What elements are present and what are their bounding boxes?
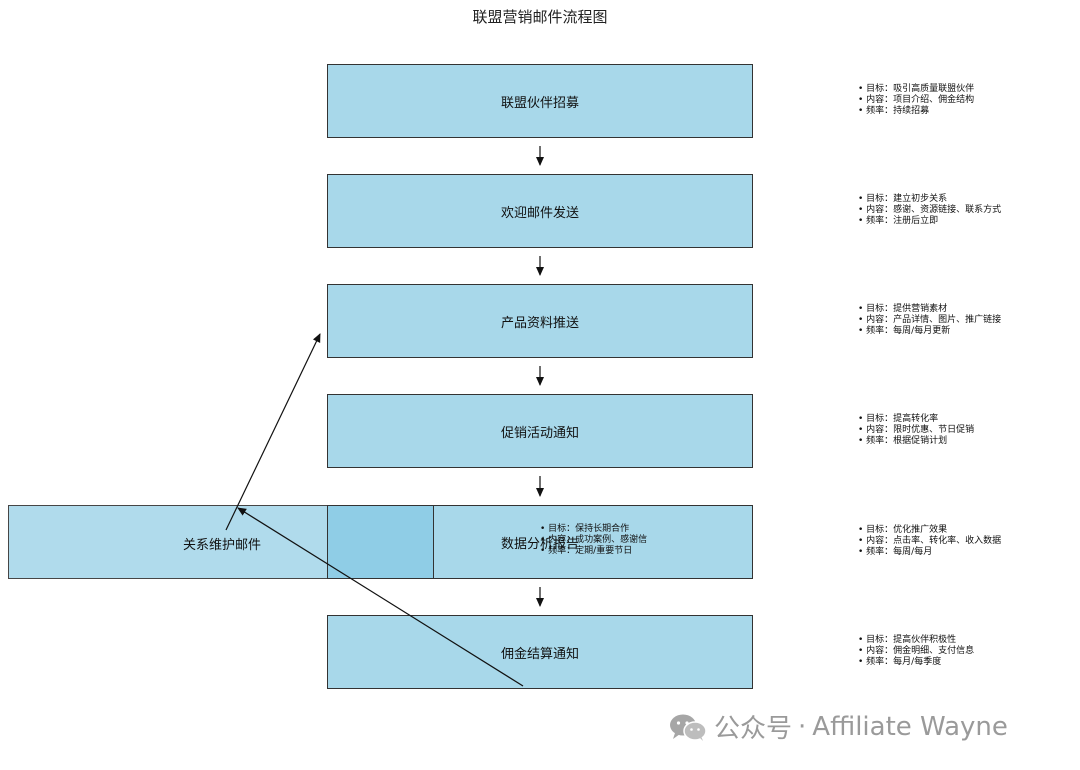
watermark: 公众号 · Affiliate Wayne [668,708,1008,745]
note-line: 内容：佣金明细、支付信息 [858,646,974,657]
notes-product: 目标：提供营销素材 内容：产品详情、图片、推广链接 频率：每周/每月更新 [858,304,1001,337]
note-line: 频率：每周/每月更新 [858,326,1001,337]
watermark-name: Affiliate Wayne [812,711,1008,742]
note-line: 内容：点击率、转化率、收入数据 [858,536,1001,547]
step-label: 联盟伙伴招募 [500,95,579,111]
note-line: 频率：每月/每季度 [858,657,974,668]
notes-promotion: 目标：提高转化率 内容：限时优惠、节日促销 频率：根据促销计划 [858,414,974,447]
notes-analytics: 目标：优化推广效果 内容：点击率、转化率、收入数据 频率：每周/每月 [858,525,1001,558]
note-line: 内容：感谢、资源链接、联系方式 [858,205,1001,216]
overlap-region [327,505,434,579]
note-line: 内容：限时优惠、节日促销 [858,425,974,436]
step-label: 产品资料推送 [500,315,579,331]
side-notes: 目标：保持长期合作 内容：成功案例、感谢信 频率：定期/重要节日 [540,524,647,557]
note-line: 频率：根据促销计划 [858,436,974,447]
note-line: 频率：定期/重要节日 [540,546,647,557]
wechat-icon [670,714,707,741]
step-product[interactable]: 产品资料推送 [327,284,753,358]
note-line: 目标：建立初步关系 [858,194,1001,205]
note-line: 频率：持续招募 [858,106,974,117]
notes-recruit: 目标：吸引高质量联盟伙伴 内容：项目介绍、佣金结构 频率：持续招募 [858,84,974,117]
side-box-label: 关系维护邮件 [183,538,262,553]
note-line: 内容：产品详情、图片、推广链接 [858,315,1001,326]
arrow-maintenance-to-product [225,333,321,531]
step-welcome[interactable]: 欢迎邮件发送 [327,174,753,248]
watermark-prefix: 公众号 [714,714,793,744]
step-promotion[interactable]: 促销活动通知 [327,394,753,468]
note-line: 频率：注册后立即 [858,216,1001,227]
step-label: 佣金结算通知 [500,646,579,662]
step-recruit[interactable]: 联盟伙伴招募 [327,64,753,138]
watermark-separator: · [798,711,807,742]
note-line: 目标：优化推广效果 [858,525,1001,536]
step-label: 促销活动通知 [500,425,579,441]
step-commission[interactable]: 佣金结算通知 [327,615,753,689]
notes-welcome: 目标：建立初步关系 内容：感谢、资源链接、联系方式 频率：注册后立即 [858,194,1001,227]
note-line: 内容：项目介绍、佣金结构 [858,95,974,106]
note-line: 目标：提高转化率 [858,414,974,425]
note-line: 频率：每周/每月 [858,547,1001,558]
diagram-title: 联盟营销邮件流程图 [472,8,608,26]
note-line: 目标：吸引高质量联盟伙伴 [858,84,974,95]
notes-commission: 目标：提高伙伴积极性 内容：佣金明细、支付信息 频率：每月/每季度 [858,635,974,668]
note-line: 目标：提供营销素材 [858,304,1001,315]
arrow-commission-to-maintenance [237,507,524,687]
note-line: 目标：保持长期合作 [540,524,647,535]
note-line: 目标：提高伙伴积极性 [858,635,974,646]
note-line: 内容：成功案例、感谢信 [540,535,647,546]
step-label: 欢迎邮件发送 [500,205,579,221]
